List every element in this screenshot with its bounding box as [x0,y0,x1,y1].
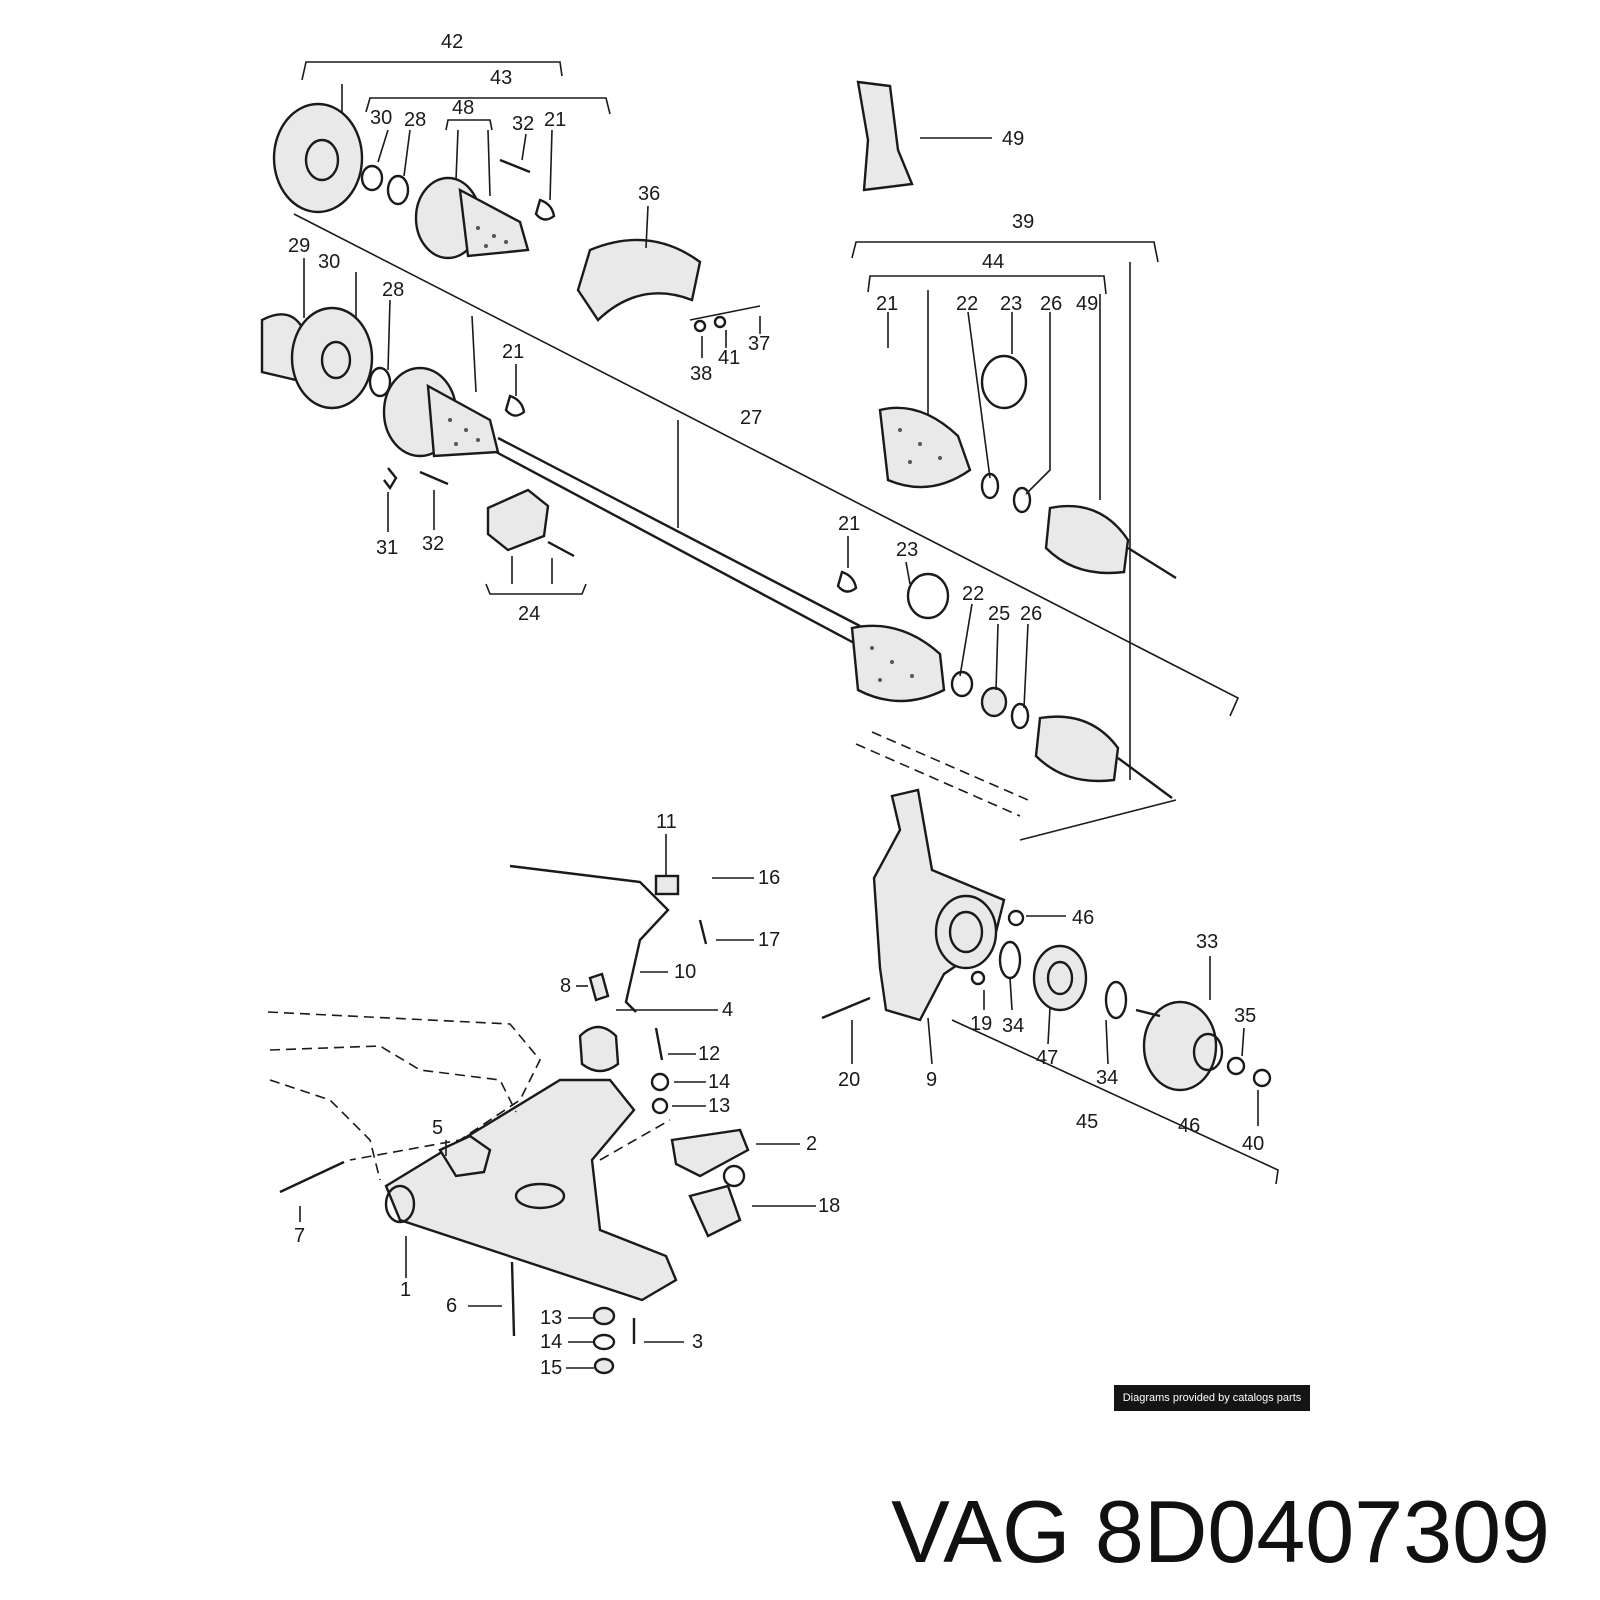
callout-32b: 32 [422,533,444,555]
callout-41: 41 [718,347,740,369]
callout-26b: 26 [1020,603,1042,625]
callout-labels: 42 43 30 28 48 32 21 36 49 39 44 29 30 2… [288,31,1264,1379]
callout-20: 20 [838,1069,860,1091]
callout-34b: 34 [1096,1067,1118,1089]
part-title: VAG 8D0407309 [891,1488,1550,1576]
callout-21c: 21 [876,293,898,315]
callout-9: 9 [926,1069,937,1091]
callout-13b: 13 [540,1307,562,1329]
callout-35: 35 [1234,1005,1256,1027]
callout-16: 16 [758,867,780,889]
callout-40: 40 [1242,1133,1264,1155]
callout-34: 34 [1002,1015,1024,1037]
callout-30: 30 [370,107,392,129]
callout-15: 15 [540,1357,562,1379]
brand-name: VAG [891,1482,1071,1581]
callout-33: 33 [1196,931,1218,953]
callout-48: 48 [452,97,474,119]
callout-43: 43 [490,67,512,89]
knuckle-hub-group [821,731,1272,1092]
callout-49b: 49 [1076,293,1098,315]
callout-28: 28 [404,109,426,131]
leader-lines [299,84,1259,1369]
callout-6: 6 [446,1295,457,1317]
upper-flange-group [272,102,556,260]
callout-7: 7 [294,1225,305,1247]
grease-tube [856,80,914,192]
callout-21b: 21 [502,341,524,363]
bracket-27 [293,213,1240,717]
callout-8: 8 [560,975,571,997]
callout-37: 37 [748,333,770,355]
part-number: 8D0407309 [1094,1482,1550,1581]
callout-25: 25 [988,603,1010,625]
bracket-42 [301,61,563,81]
callout-31: 31 [376,537,398,559]
callout-36: 36 [638,183,660,205]
callout-23: 23 [1000,293,1022,315]
callout-14: 14 [708,1071,730,1093]
callout-30b: 30 [318,251,340,273]
callout-21: 21 [544,109,566,131]
callout-27: 27 [740,407,762,429]
callout-4: 4 [722,999,733,1021]
bracket-43 [365,97,611,115]
callout-22b: 22 [962,583,984,605]
bracket-44 [867,275,1107,295]
callout-19: 19 [970,1013,992,1035]
callout-42: 42 [441,31,463,53]
callout-47: 47 [1036,1047,1058,1069]
callout-49: 49 [1002,128,1024,150]
diagram-credit-badge: Diagrams provided by catalogs parts [1114,1385,1310,1411]
bracket-24 [485,583,587,595]
bracket-45 [951,1019,1279,1185]
bracket-39 [851,241,1159,263]
callout-44: 44 [982,251,1004,273]
callout-14b: 14 [540,1331,562,1353]
heat-shield [576,238,761,333]
callout-26: 26 [1040,293,1062,315]
callout-24: 24 [518,603,540,625]
callout-22: 22 [956,293,978,315]
callout-18: 18 [818,1195,840,1217]
right-cv-group [836,354,1177,799]
callout-12: 12 [698,1043,720,1065]
callout-13: 13 [708,1095,730,1117]
callout-11: 11 [656,811,677,833]
callout-39: 39 [1012,211,1034,233]
callout-3: 3 [692,1331,703,1353]
callout-29: 29 [288,235,310,257]
callout-28b: 28 [382,279,404,301]
callout-38: 38 [690,363,712,385]
callout-17: 17 [758,929,780,951]
callout-1: 1 [400,1279,411,1301]
callout-45: 45 [1076,1111,1098,1133]
bracket-48 [445,119,493,131]
control-arm-group [267,864,750,1375]
callout-23b: 23 [896,539,918,561]
callout-46b: 46 [1178,1115,1200,1137]
callout-2: 2 [806,1133,817,1155]
callout-46: 46 [1072,907,1094,929]
middle-cv-group [260,306,861,646]
callout-32: 32 [512,113,534,135]
callout-5: 5 [432,1117,443,1139]
callout-21d: 21 [838,513,860,535]
callout-10: 10 [674,961,696,983]
